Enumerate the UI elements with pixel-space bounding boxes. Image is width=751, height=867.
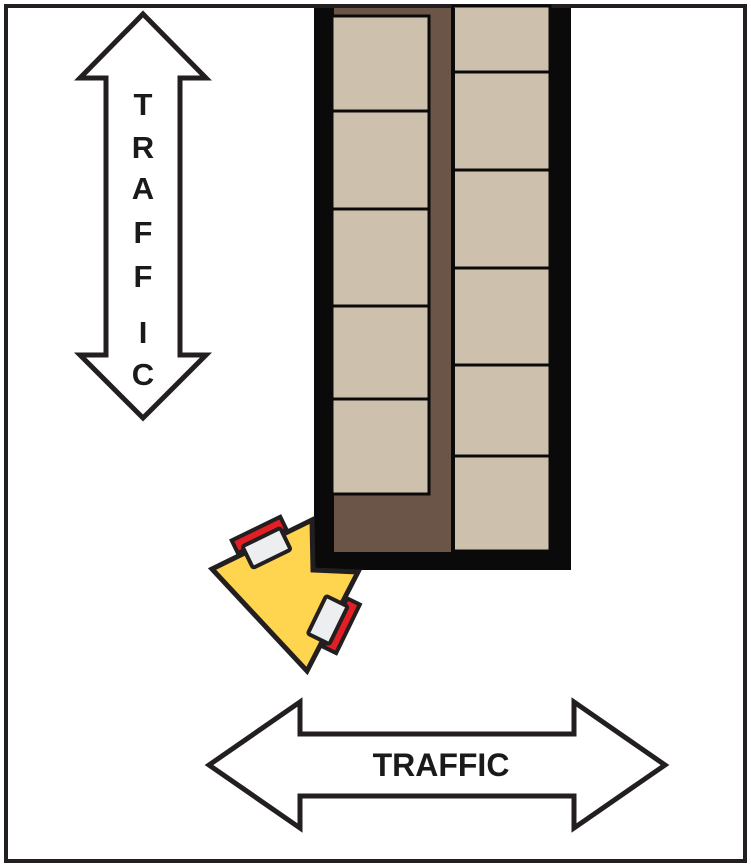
traffic-label-horizontal: TRAFFIC <box>373 747 510 783</box>
forklift-icon <box>207 514 363 676</box>
right-box-column <box>451 4 552 553</box>
storage-box <box>330 207 431 308</box>
forklift-cab-top-window <box>241 526 292 570</box>
storage-box <box>451 363 552 458</box>
traffic-arrow-horizontal: TRAFFIC <box>204 697 670 833</box>
storage-box <box>330 304 431 401</box>
storage-box <box>451 454 552 553</box>
storage-rack <box>314 4 571 570</box>
storage-box <box>451 266 552 367</box>
traffic-letter: R <box>132 130 154 165</box>
traffic-letter: F <box>134 259 153 294</box>
storage-box <box>330 14 431 113</box>
storage-box <box>330 397 431 496</box>
traffic-letter: I <box>139 315 148 350</box>
traffic-letter: T <box>134 87 153 122</box>
traffic-letter: F <box>134 215 153 250</box>
double-arrow-horizontal-icon <box>204 697 670 833</box>
storage-box <box>451 4 552 74</box>
traffic-letter: C <box>132 357 154 392</box>
storage-box <box>451 168 552 270</box>
forklift-cab-side-window <box>306 594 350 646</box>
storage-box <box>451 70 552 172</box>
double-arrow-vertical-icon <box>73 10 213 422</box>
rack-divider <box>451 8 455 553</box>
storage-box <box>330 109 431 211</box>
left-box-column <box>330 14 431 496</box>
traffic-letter: A <box>132 171 154 206</box>
